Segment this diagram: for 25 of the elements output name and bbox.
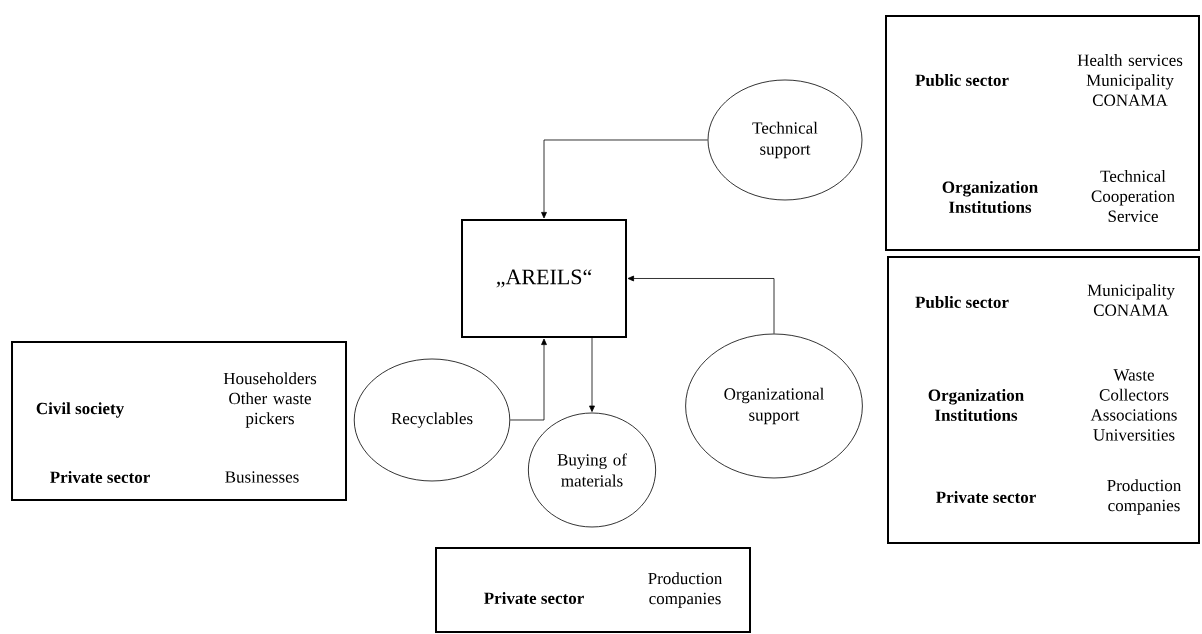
member-list: Health services Municipality CONAMA — [1077, 54, 1183, 106]
member-list: Waste Collectors Associations Universities — [1090, 369, 1177, 441]
row-heading: Private sector — [50, 471, 150, 483]
row-heading: Public sector — [915, 74, 1009, 86]
stakeholder-box — [887, 256, 1200, 544]
row-heading: Organization Institutions — [928, 389, 1024, 421]
row-heading: Private sector — [936, 491, 1036, 503]
member-list: Production companies — [648, 572, 723, 608]
row-heading: Organization Institutions — [942, 181, 1038, 213]
process-box: „AREILS“ — [461, 219, 627, 338]
row-heading: Civil society — [36, 402, 124, 418]
stakeholder-box — [11, 341, 347, 501]
arrow — [589, 337, 595, 412]
row-heading: Public sector — [915, 296, 1009, 308]
arrow — [509, 338, 547, 421]
stakeholder-box — [885, 15, 1200, 251]
member-list: Technical Cooperation Service — [1091, 170, 1175, 222]
member-list: Municipality CONAMA — [1087, 284, 1175, 316]
arrow — [541, 139, 708, 219]
row-heading: Private sector — [484, 592, 584, 604]
member-list: Householders Other waste pickers — [223, 372, 317, 428]
member-list: Businesses — [225, 471, 299, 483]
stakeholder-box — [435, 547, 751, 633]
member-list: Production companies — [1107, 479, 1182, 515]
arrow — [627, 275, 775, 334]
